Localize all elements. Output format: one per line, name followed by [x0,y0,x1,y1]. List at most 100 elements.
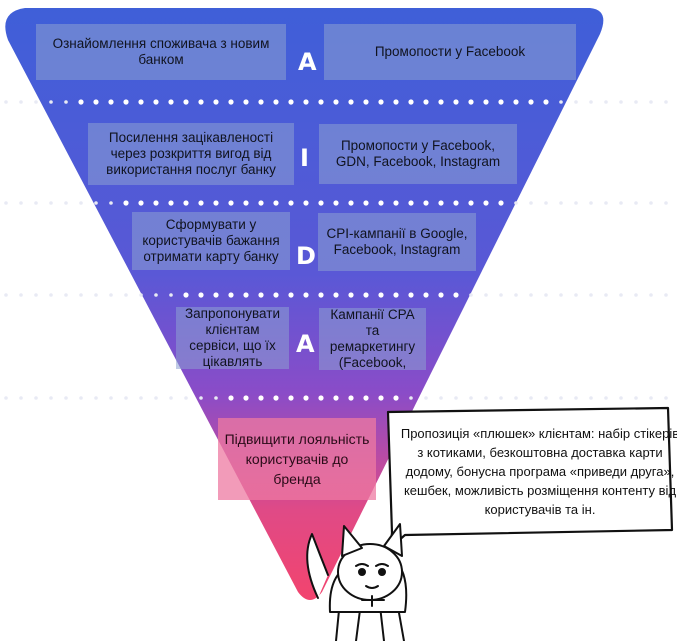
separator-dot [138,200,144,206]
separator-dot [514,293,518,297]
separator-dot [333,395,339,401]
separator-dot [318,395,324,401]
separator-dot [438,292,444,298]
separator-dot [34,100,38,104]
separator-dot [78,99,84,105]
separator-dot [273,292,279,298]
separator-dot [333,292,339,298]
separator-dot [258,395,264,401]
separator-dot [333,99,339,105]
separator-dot [123,200,129,206]
separator-dot [109,293,113,297]
separator-dot [93,99,99,105]
separator-dot [168,99,174,105]
separator-dot [664,100,668,104]
separator-dot [348,292,354,298]
separator-dot [108,99,114,105]
separator-dot [123,99,129,105]
row-1-right-box: Промопости у Facebook [324,24,576,80]
separator-dot [168,200,174,206]
separator-dot [634,100,638,104]
separator-dot [438,200,444,206]
separator-dot [318,200,324,206]
separator-dot [64,293,68,297]
separator-dot [258,200,264,206]
separator-dot [574,293,578,297]
separator-dot [409,396,413,400]
separator-dot [498,200,504,206]
separator-dot [378,292,384,298]
separator-dot [393,99,399,105]
separator-dot [243,200,249,206]
row-4-left-label: Запропонувати клієнтам сервіси, що їх ці… [185,306,280,369]
row-1-letter: A [298,48,317,76]
separator-dot [543,99,549,105]
separator-dot [544,293,548,297]
separator-dot [64,100,68,104]
row-3-right-label: CPI-кампанії в Google, Facebook, Instagr… [326,226,468,257]
separator-dot [183,99,189,105]
separator-dot [468,99,474,105]
separator-dot [213,99,219,105]
separator-dot [378,395,384,401]
row-3-left-box: Сформувати у користувачів бажання отрима… [132,212,290,270]
row-2-right-box: Промопости у Facebook, GDN, Facebook, In… [319,124,517,184]
separator-dot [49,293,53,297]
separator-dot [514,396,518,400]
separator-dot [453,292,459,298]
separator-dot [408,292,414,298]
separator-dot [34,396,38,400]
separator-dot [619,293,623,297]
separator-dot [363,99,369,105]
separator-dot [318,99,324,105]
separator-dot [19,396,23,400]
separator-dot [64,396,68,400]
separator-dot [348,200,354,206]
separator-dot [169,293,173,297]
loyalty-label: Підвищити лояльність користувачів до бре… [224,431,370,487]
separator-dot [528,99,534,105]
separator-dot [574,396,578,400]
separator-dot [649,396,653,400]
separator-dot [4,201,8,205]
separator-dot [544,396,548,400]
separator-dot [453,99,459,105]
separator-dot [393,395,399,401]
separator-dot [363,292,369,298]
separator-dot [483,99,489,105]
separator-dot [378,200,384,206]
separator-dot [19,100,23,104]
separator-dot [348,99,354,105]
separator-dot [19,293,23,297]
separator-dot [154,293,158,297]
separator-dot [454,396,458,400]
row-4-left-box: Запропонувати клієнтам сервіси, що їх ці… [176,306,289,369]
separator-dot [153,99,159,105]
loyalty-box: Підвищити лояльність користувачів до бре… [218,418,376,500]
separator-dot [363,200,369,206]
separator-dot [288,395,294,401]
separator-dot [4,100,8,104]
row-2-right-label: Промопости у Facebook, GDN, Facebook, In… [335,138,501,169]
separator-dot [228,200,234,206]
separator-dot [198,200,204,206]
separator-dot [348,395,354,401]
separator-dot [559,293,563,297]
separator-dot [288,99,294,105]
row-4-right-box: Кампанії CPA та ремаркетингу (Facebook, [319,307,426,370]
separator-dot [79,396,83,400]
separator-dot [109,396,113,400]
separator-dot [619,396,623,400]
separator-dot [393,200,399,206]
separator-dot [664,293,668,297]
separator-dot [649,100,653,104]
separator-dot [559,201,563,205]
separator-dot [303,292,309,298]
separator-dot [303,99,309,105]
cat-mascot-icon [306,523,408,641]
separator-dot [243,395,249,401]
separator-dot [423,200,429,206]
separator-dot [124,293,128,297]
row-2-letter: I [300,144,309,172]
separator-dot [363,395,369,401]
